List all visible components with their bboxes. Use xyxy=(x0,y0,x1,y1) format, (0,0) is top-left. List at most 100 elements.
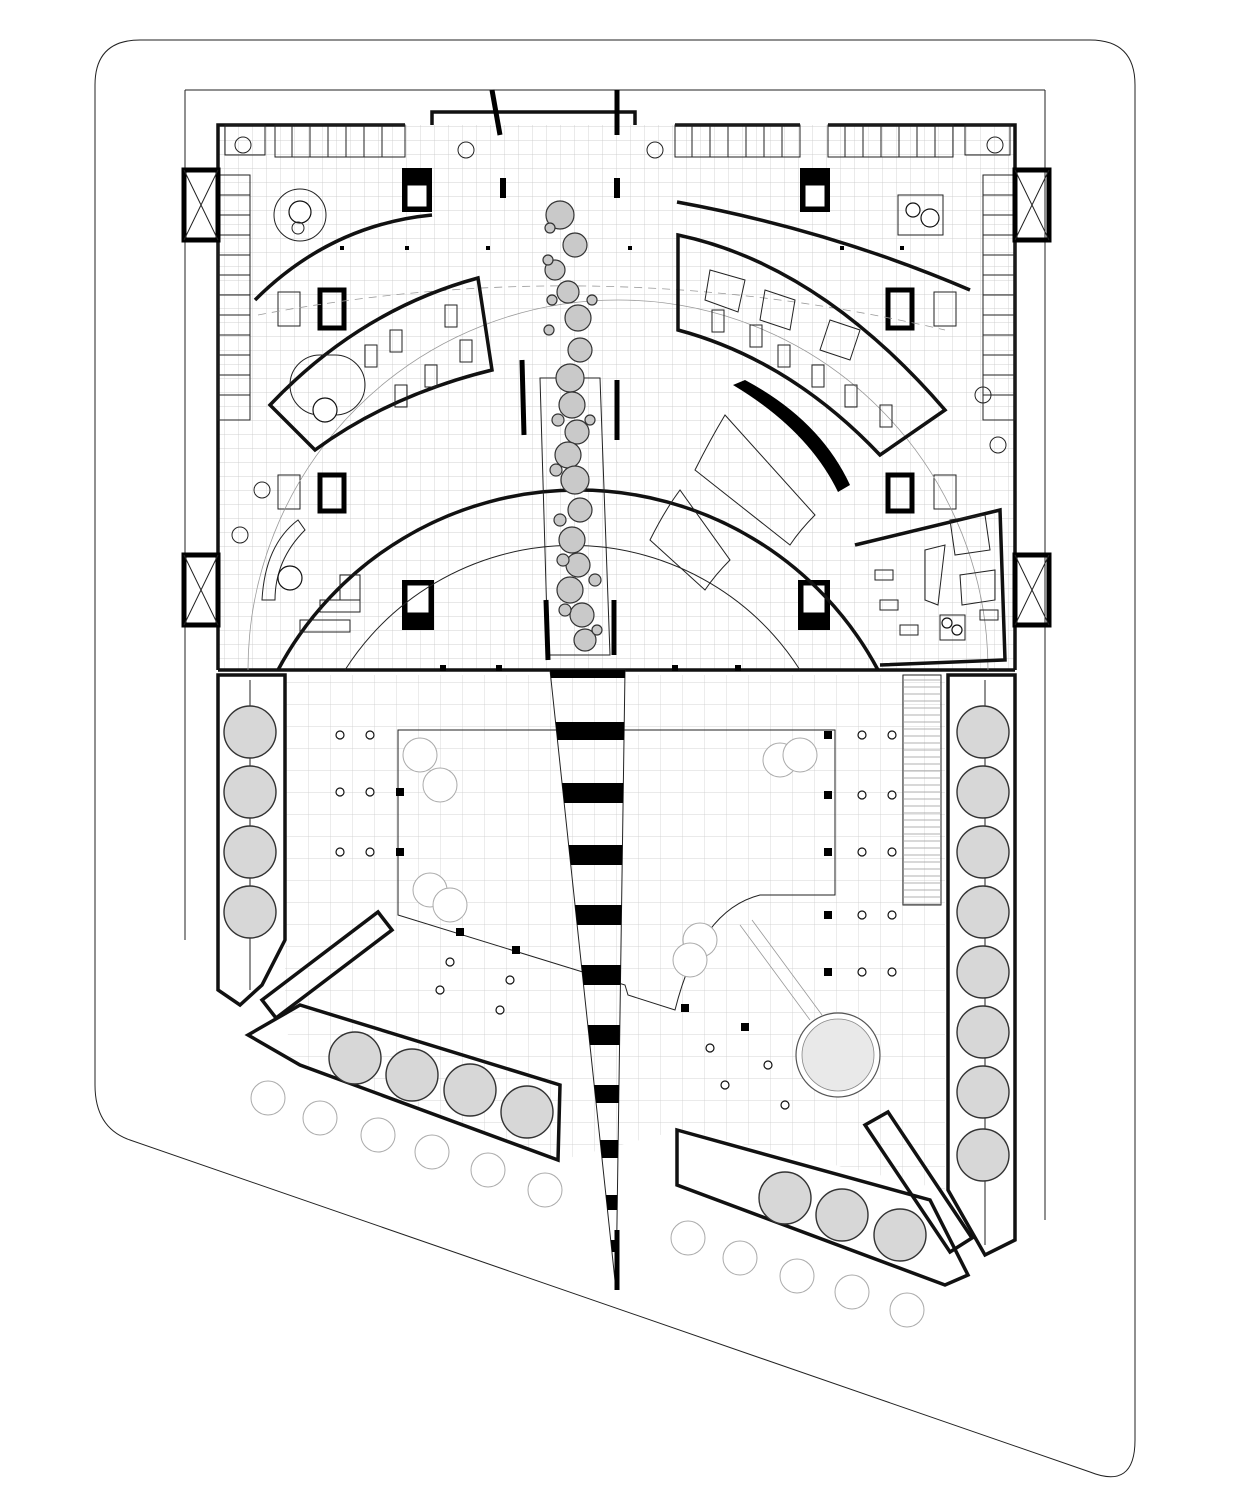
restroom-stalls-right xyxy=(982,174,1016,421)
site-boundary xyxy=(94,39,1136,1478)
planter-tree xyxy=(553,513,567,527)
planter-tree xyxy=(558,526,586,554)
restroom-stalls-top-left xyxy=(224,124,406,158)
tree xyxy=(873,1208,927,1262)
tree xyxy=(500,1085,554,1139)
planter-tree xyxy=(556,576,584,604)
left-planter-wall xyxy=(216,673,287,1008)
tree xyxy=(956,765,1010,819)
ghost-tree xyxy=(670,1220,706,1256)
tree xyxy=(443,1063,497,1117)
left-curved-gallery xyxy=(267,275,494,453)
column xyxy=(887,847,897,857)
tree xyxy=(815,1188,869,1242)
right-planter-wall xyxy=(946,673,1017,1258)
pier xyxy=(396,788,404,796)
ghost-tree xyxy=(414,1134,450,1170)
ghost-tree xyxy=(672,942,708,978)
tree xyxy=(956,1065,1010,1119)
ghost-tree xyxy=(782,737,818,773)
tree xyxy=(956,885,1010,939)
tree xyxy=(223,765,277,819)
column xyxy=(857,790,867,800)
column xyxy=(365,847,375,857)
planter-tree xyxy=(543,324,555,336)
axis-stripe xyxy=(550,670,625,678)
column xyxy=(763,1060,773,1070)
amphitheater xyxy=(649,380,850,591)
planter-tree xyxy=(556,553,570,567)
round-kiosk-right xyxy=(897,194,944,236)
plaza-paving xyxy=(285,675,945,1190)
tree xyxy=(223,825,277,879)
planter-tree xyxy=(567,497,593,523)
column xyxy=(435,985,445,995)
planter-tree xyxy=(573,628,597,652)
tree xyxy=(956,705,1010,759)
pier xyxy=(456,928,464,936)
axis-stripe xyxy=(581,965,621,985)
column xyxy=(887,790,897,800)
column xyxy=(365,730,375,740)
column xyxy=(365,787,375,797)
planter-tree xyxy=(562,232,588,258)
columns xyxy=(340,178,904,671)
ghost-tree xyxy=(250,1080,286,1116)
angled-benches xyxy=(244,909,975,1287)
planter-tree xyxy=(542,254,554,266)
column xyxy=(335,847,345,857)
plaza-columns xyxy=(335,730,897,1110)
building xyxy=(181,89,1052,672)
planter-tree xyxy=(545,200,575,230)
pier xyxy=(824,911,832,919)
pier xyxy=(824,848,832,856)
planter-tree xyxy=(569,602,595,628)
right-lower-gallery xyxy=(854,507,1007,667)
ghost-tree xyxy=(360,1117,396,1153)
stair xyxy=(902,674,942,906)
column xyxy=(887,910,897,920)
column xyxy=(857,967,867,977)
pier xyxy=(512,946,520,954)
planter-tree xyxy=(544,222,556,234)
cores xyxy=(277,168,957,630)
planter-tree xyxy=(591,624,603,636)
pier xyxy=(824,731,832,739)
ghost-tree xyxy=(889,1292,925,1328)
axis-stripe xyxy=(568,845,623,865)
ghost-tree xyxy=(302,1100,338,1136)
planter-tree xyxy=(588,573,602,587)
axis-stripe xyxy=(562,783,624,803)
planter-tree xyxy=(560,465,590,495)
ghost-tree xyxy=(402,737,438,773)
cafe-tables xyxy=(231,136,1007,544)
tree xyxy=(223,705,277,759)
tree xyxy=(223,885,277,939)
column xyxy=(335,730,345,740)
axis-stripe xyxy=(605,1195,618,1210)
planter-tree xyxy=(549,463,563,477)
building-outer-wall xyxy=(216,110,1017,670)
column xyxy=(720,1080,730,1090)
right-curved-gallery xyxy=(676,232,948,458)
planter-tree xyxy=(558,391,586,419)
restroom-stalls-left xyxy=(217,174,251,421)
striped-axis xyxy=(549,669,626,1291)
planter-tree xyxy=(556,280,580,304)
planter-tree xyxy=(551,413,565,427)
plaza-trees xyxy=(223,705,1010,1262)
axis-stripe xyxy=(575,905,622,925)
planter-trees xyxy=(542,200,603,652)
column xyxy=(705,1043,715,1053)
ghost-tree xyxy=(779,1258,815,1294)
ghost-tree xyxy=(527,1172,563,1208)
axis-stripe xyxy=(587,1025,620,1045)
restroom-stalls-top-right xyxy=(674,124,1011,158)
planter-tree xyxy=(558,603,572,617)
pier xyxy=(741,1023,749,1031)
planter-tree xyxy=(555,363,585,393)
tree xyxy=(956,945,1010,999)
axis-stripe xyxy=(600,1140,619,1158)
column xyxy=(857,910,867,920)
